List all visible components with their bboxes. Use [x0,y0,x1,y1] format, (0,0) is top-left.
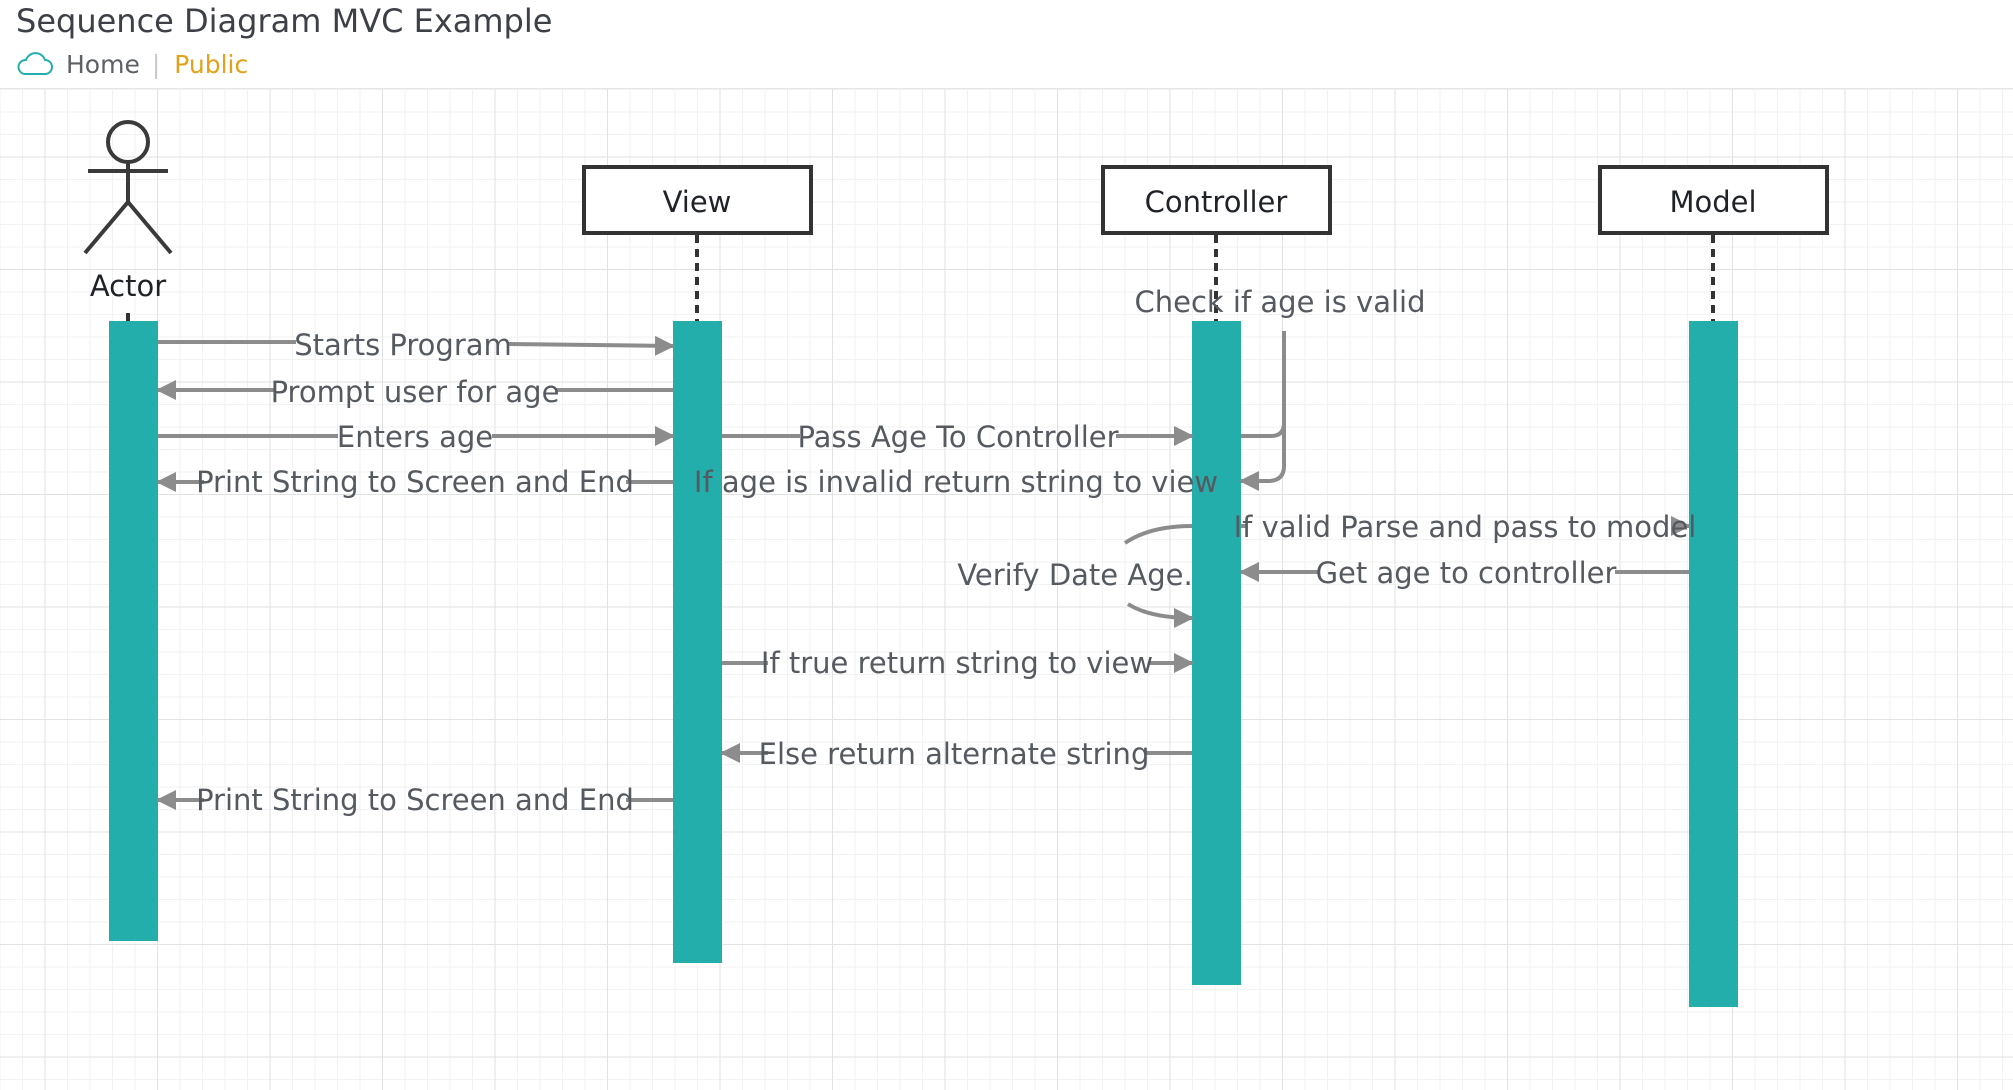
message-label: Print String to Screen and End [196,783,634,817]
message-label: Verify Date Age. [957,558,1192,592]
message-label: Starts Program [294,328,512,362]
activation-bar-controller[interactable] [1192,321,1241,985]
message-label: Else return alternate string [759,737,1150,771]
lifeline-controller[interactable]: Controller [1101,165,1332,235]
message-label: Prompt user for age [271,375,560,409]
message-label: Pass Age To Controller [797,420,1118,454]
lifeline-view[interactable]: View [582,165,813,235]
message-label: Enters age [337,420,493,454]
sequence-diagram: Actor View Controller Model [83,120,1829,1007]
cloud-icon [17,52,53,75]
lifeline-view-label: View [663,185,732,219]
page-title: Sequence Diagram MVC Example [16,2,553,40]
activation-bar-actor[interactable] [109,321,158,941]
message-label: Print String to Screen and End [196,465,634,499]
message-label: Check if age is valid [1135,285,1426,319]
breadcrumb-separator: | [151,49,161,79]
self-message-arrow[interactable] [1126,602,1194,628]
message-label: If true return string to view [761,646,1153,680]
self-message-path[interactable] [1123,524,1193,545]
diagram-canvas[interactable]: Actor View Controller Model [0,88,2013,1090]
breadcrumb: Home | Public [16,46,248,82]
visibility-badge[interactable]: Public [174,49,249,79]
message-arrow[interactable] [506,335,675,356]
lifeline-controller-label: Controller [1145,185,1288,219]
activation-bar-model[interactable] [1689,321,1738,1007]
self-message-arrow[interactable] [1239,331,1286,491]
actor-icon[interactable] [83,120,173,255]
message-label: If age is invalid return string to view [694,465,1218,499]
actor-label: Actor [90,269,166,303]
message-label: Get age to controller [1316,556,1617,590]
activation-bar-view[interactable] [673,321,722,963]
message-label: If valid Parse and pass to model [1234,510,1697,544]
breadcrumb-home-link[interactable]: Home [66,49,140,79]
lifeline-model[interactable]: Model [1598,165,1829,235]
lifeline-model-label: Model [1669,185,1756,219]
header: Sequence Diagram MVC Example Home | Publ… [0,0,2013,88]
self-message-path[interactable] [1241,331,1286,438]
